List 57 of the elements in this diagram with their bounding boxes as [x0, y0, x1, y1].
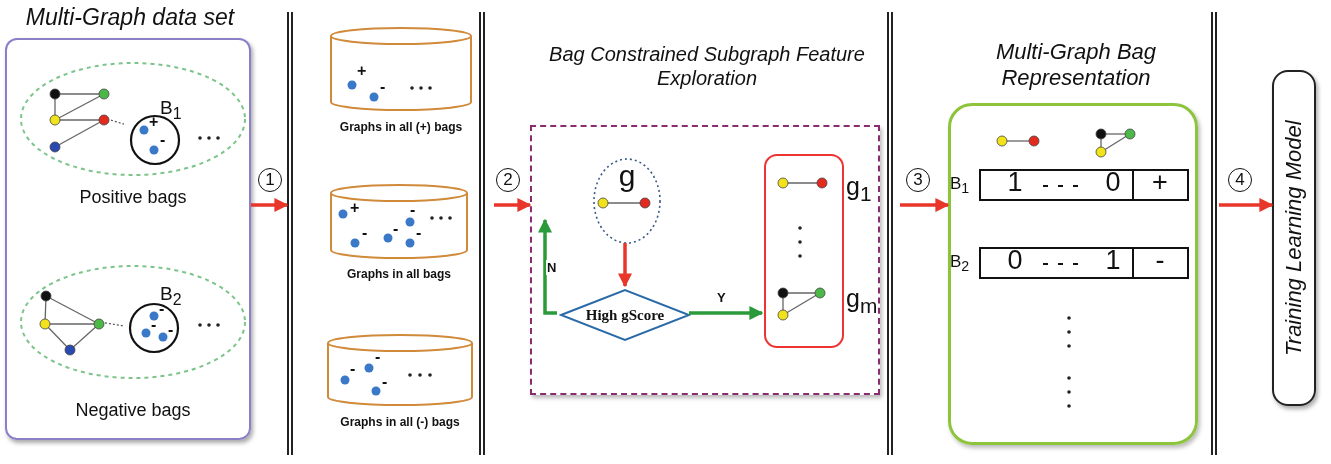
- decision-text: High gScore: [584, 306, 666, 324]
- dotted-connector: [104, 322, 125, 327]
- panel-title: Multi-Graph data set: [24, 4, 236, 32]
- arrow: [538, 218, 557, 315]
- graph-drawing: [37, 287, 107, 357]
- vector-value: 1: [1006, 168, 1024, 197]
- model-box: [1272, 70, 1316, 406]
- row-label: B$_{1}$: [950, 174, 970, 199]
- subgraph-name: g$_{m}$: [846, 284, 878, 319]
- model-label: Training Learning Model: [1280, 119, 1307, 358]
- arrow: [1219, 198, 1274, 212]
- panel-title: Bag Constrained Subgraph Feature Exploration: [548, 42, 866, 90]
- step-number: 4: [1228, 168, 1252, 192]
- sign-label: -: [382, 375, 388, 389]
- bag-caption: Negative bags: [74, 400, 192, 421]
- subgraph-ellipse: [592, 157, 662, 245]
- sign-label: -: [380, 80, 386, 94]
- arrow: [618, 243, 632, 288]
- edge-label: Y: [716, 290, 727, 305]
- vector-value: 1: [1104, 246, 1122, 275]
- subgraph-label: g: [617, 161, 637, 191]
- sign-label: -: [375, 350, 381, 364]
- sign-label: -: [350, 362, 356, 376]
- subgraph-list-box: [764, 154, 878, 348]
- cylinder-caption: Graphs in all (-) bags: [339, 415, 461, 429]
- arrow: [689, 306, 764, 320]
- vector-value: -: [1154, 246, 1166, 275]
- decision-diamond: [559, 288, 691, 342]
- vector-value: 0: [1006, 246, 1024, 275]
- row-label: B$_{2}$: [950, 252, 970, 277]
- arrow: [251, 198, 289, 212]
- subgraph-name: g$_{1}$: [846, 172, 872, 207]
- panel-title: Multi-Graph Bag Representation: [994, 39, 1158, 92]
- sign-label: +: [350, 201, 360, 215]
- bag-label: B$_{1}$: [160, 98, 182, 123]
- sign-label: -: [393, 222, 399, 236]
- arrow: [900, 198, 950, 212]
- cylinder-caption: Graphs in all bags: [346, 267, 452, 281]
- vector-value: 0: [1104, 168, 1122, 197]
- sign-label: +: [149, 115, 159, 129]
- sign-label: -: [151, 318, 157, 332]
- vector-value: +: [1151, 168, 1169, 197]
- dotted-connector: [110, 119, 125, 125]
- sign-label: -: [410, 203, 416, 217]
- edge-label: N: [546, 260, 558, 275]
- step-number: 2: [496, 168, 520, 192]
- bag-caption: Positive bags: [78, 187, 188, 208]
- sign-label: +: [357, 64, 367, 78]
- arrow: [494, 198, 532, 212]
- graph-drawing: [47, 87, 113, 155]
- sign-label: -: [160, 133, 166, 147]
- sign-label: -: [416, 226, 422, 240]
- step-number: 3: [906, 168, 930, 192]
- sign-label: -: [362, 226, 368, 240]
- cylinder-caption: Graphs in all (+) bags: [338, 120, 464, 134]
- sign-label: -: [168, 323, 174, 337]
- step-number: 1: [258, 168, 282, 192]
